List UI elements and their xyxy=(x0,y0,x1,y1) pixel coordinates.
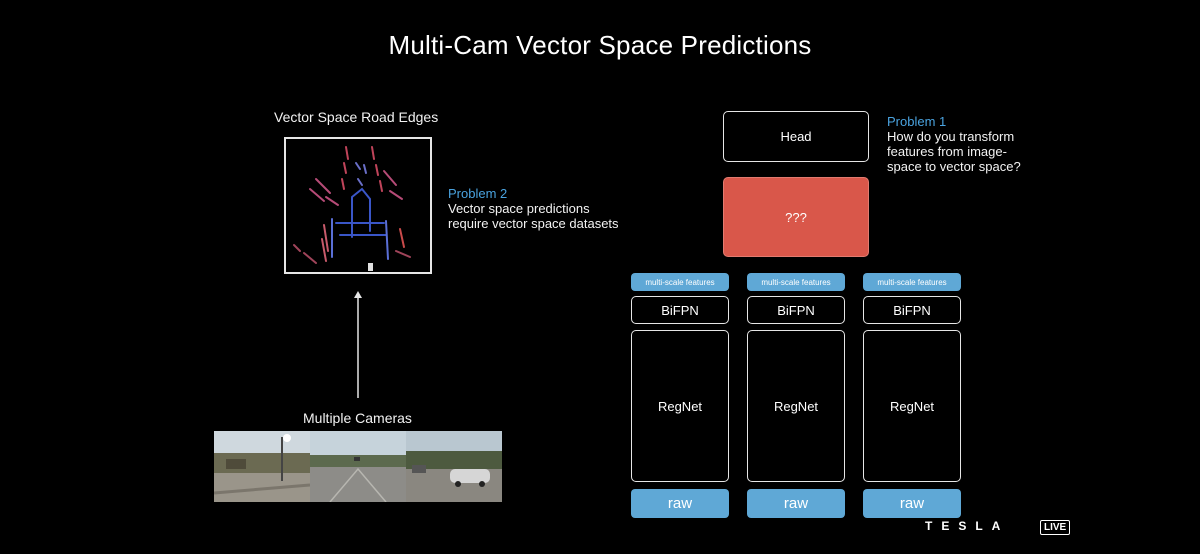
multi-scale-features-3: multi-scale features xyxy=(863,273,961,291)
camera-image-3 xyxy=(406,431,502,502)
problem-2-heading: Problem 2 xyxy=(448,186,508,201)
live-badge: LIVE xyxy=(1040,520,1071,535)
slide-title: Multi-Cam Vector Space Predictions xyxy=(388,30,812,60)
problem-1-line-2: features from image- xyxy=(887,144,1007,159)
unknown-transform-block: ??? xyxy=(723,177,869,257)
problem-2-line-2: require vector space datasets xyxy=(448,216,619,231)
regnet-block-3: RegNet xyxy=(863,330,961,482)
problem-1-heading: Problem 1 xyxy=(887,114,947,129)
regnet-block-2: RegNet xyxy=(747,330,845,482)
multi-scale-features-2: multi-scale features xyxy=(747,273,845,291)
problem-2-line-1: Vector space predictions xyxy=(448,201,590,216)
vector-space-visualization xyxy=(284,137,432,274)
raw-input-3: raw xyxy=(863,489,961,518)
bifpn-block-1: BiFPN xyxy=(631,296,729,324)
camera-image-2 xyxy=(310,431,406,502)
camera-scene-3 xyxy=(406,431,502,502)
road-edges-plot xyxy=(293,146,411,271)
raw-input-2: raw xyxy=(747,489,845,518)
problem-1: Problem 1 How do you transform features … xyxy=(887,114,1021,174)
problem-2: Problem 2 Vector space predictions requi… xyxy=(448,186,619,231)
camera-scene-1 xyxy=(214,431,310,502)
camera-scene-2 xyxy=(310,431,406,502)
viz-caption: Vector Space Road Edges xyxy=(274,109,439,125)
raw-input-1: raw xyxy=(631,489,729,518)
bifpn-block-2: BiFPN xyxy=(747,296,845,324)
up-arrow xyxy=(354,291,362,398)
regnet-block-1: RegNet xyxy=(631,330,729,482)
problem-1-line-1: How do you transform xyxy=(887,129,1015,144)
cameras-caption: Multiple Cameras xyxy=(303,410,412,426)
head-block: Head xyxy=(723,111,869,162)
multi-scale-features-1: multi-scale features xyxy=(631,273,729,291)
camera-image-1 xyxy=(214,431,310,502)
problem-1-line-3: space to vector space? xyxy=(887,159,1021,174)
tesla-wordmark: TESLA xyxy=(925,519,1010,533)
bifpn-block-3: BiFPN xyxy=(863,296,961,324)
